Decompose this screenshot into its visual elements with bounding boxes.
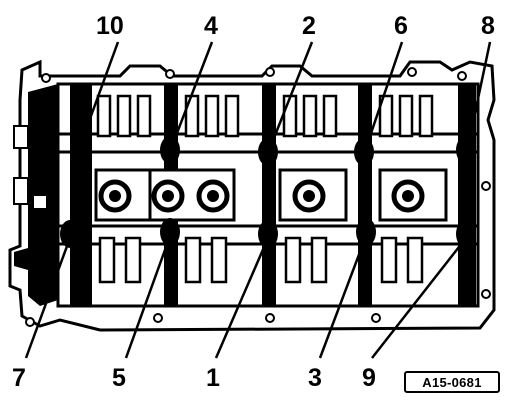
bolt-3 bbox=[356, 218, 376, 246]
callout-leaders bbox=[24, 41, 492, 359]
leader-2 bbox=[268, 41, 314, 149]
leader-8 bbox=[466, 41, 492, 147]
leader-5 bbox=[124, 235, 172, 359]
bolt-7 bbox=[60, 220, 80, 248]
bolt-1 bbox=[258, 220, 278, 248]
callout-10: 10 bbox=[96, 12, 124, 40]
end-block-slot-3 bbox=[34, 196, 46, 208]
figure-reference-code: A15-0681 bbox=[404, 371, 500, 393]
bearing-cap-1 bbox=[70, 84, 92, 306]
leader-3 bbox=[318, 235, 368, 359]
leader-9 bbox=[371, 237, 467, 359]
bolt-4 bbox=[160, 136, 180, 164]
leader-6 bbox=[364, 41, 404, 149]
leader-7 bbox=[24, 237, 72, 359]
end-block-slot-1 bbox=[13, 125, 29, 149]
flange-holes bbox=[25, 67, 491, 327]
bearing-cap-4 bbox=[358, 84, 372, 306]
upper-valve-rockers bbox=[96, 94, 434, 138]
callout-9: 9 bbox=[362, 364, 376, 392]
callout-2: 2 bbox=[302, 12, 316, 40]
leader-1 bbox=[214, 237, 270, 359]
callout-4: 4 bbox=[204, 12, 218, 40]
callout-8: 8 bbox=[481, 12, 495, 40]
callout-7: 7 bbox=[12, 364, 26, 392]
bolt-6 bbox=[354, 138, 374, 166]
bearing-cap-3 bbox=[262, 84, 276, 306]
bolt-10 bbox=[70, 136, 90, 164]
bolt-8 bbox=[456, 136, 476, 164]
leader-4 bbox=[170, 41, 214, 147]
callout-5: 5 bbox=[112, 364, 126, 392]
bolt-9 bbox=[456, 220, 476, 248]
plug-wells bbox=[94, 168, 448, 222]
bolt-5 bbox=[160, 218, 180, 246]
lower-valve-rockers bbox=[98, 236, 424, 284]
callout-3: 3 bbox=[308, 364, 322, 392]
end-block-slot-2 bbox=[13, 177, 29, 205]
head-bolts bbox=[60, 136, 476, 248]
bolt-2 bbox=[258, 138, 278, 166]
callout-6: 6 bbox=[394, 12, 408, 40]
callout-1: 1 bbox=[206, 364, 220, 392]
timing-end-block bbox=[14, 84, 58, 306]
leader-10 bbox=[78, 41, 120, 147]
